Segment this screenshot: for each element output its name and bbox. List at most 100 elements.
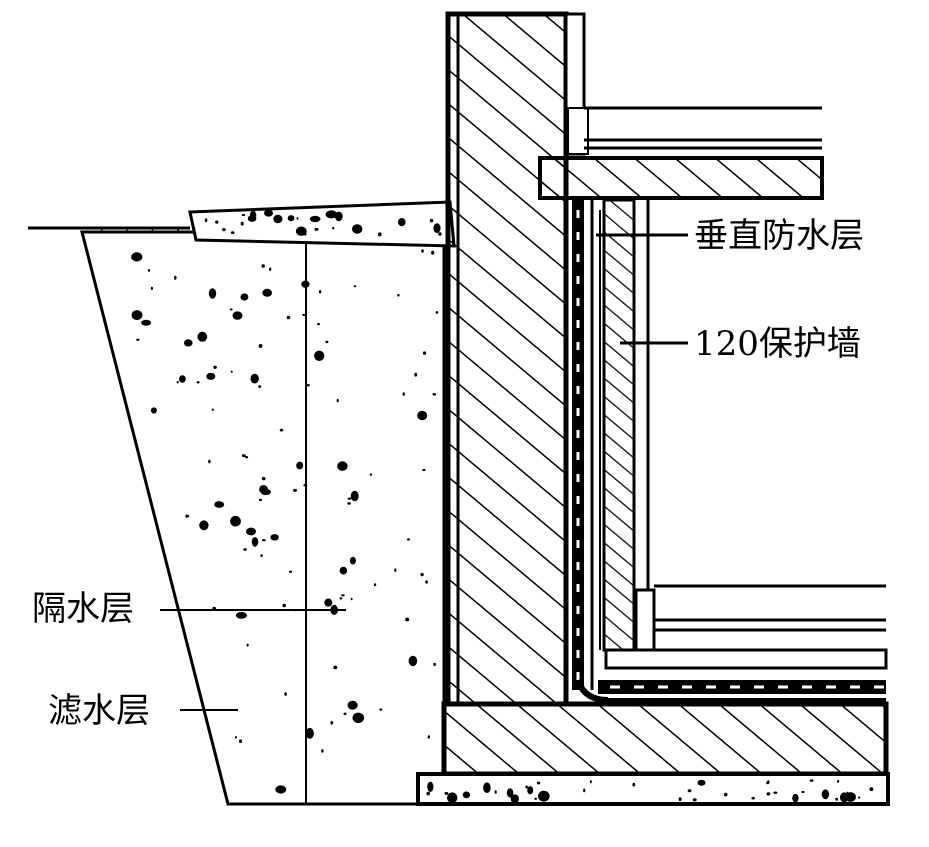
apron-slab <box>188 200 456 248</box>
aggregate-dot <box>246 527 256 536</box>
aggregate-dot <box>438 232 442 236</box>
aggregate-dot <box>286 315 291 320</box>
aggregate-dot <box>258 385 262 388</box>
aggregate-dot <box>324 598 333 607</box>
aggregate-dot <box>462 791 471 799</box>
aggregate-dot <box>494 790 497 794</box>
aggregate-dot <box>341 594 345 597</box>
aggregate-dot <box>869 787 874 792</box>
aggregate-dot <box>314 350 325 361</box>
aggregate-dot <box>431 250 435 255</box>
aggregate-dot <box>314 227 319 231</box>
lower-plaster-corner <box>634 584 886 652</box>
aggregate-dot <box>246 643 249 647</box>
aggregate-dot <box>258 498 263 501</box>
aggregate-dot <box>325 340 329 344</box>
aggregate-dot <box>697 779 706 786</box>
aggregate-dot <box>296 217 299 220</box>
aggregate-dot <box>427 735 430 739</box>
aggregate-dot <box>374 583 377 587</box>
aggregate-dot <box>260 554 263 557</box>
aggregate-dot <box>339 566 348 575</box>
aggregate-dot <box>141 319 152 326</box>
aggregate-dot <box>251 537 259 547</box>
aggregate-dot <box>379 708 383 711</box>
aggregate-dot <box>353 285 357 288</box>
aggregate-dot <box>196 381 200 384</box>
aggregate-dot <box>230 515 241 527</box>
aggregate-dot <box>433 223 441 234</box>
aggregate-dot <box>589 780 592 784</box>
aggregate-dot <box>444 792 449 795</box>
aggregate-dot <box>402 392 405 396</box>
aggregate-dot <box>801 790 805 794</box>
aggregate-dot <box>318 290 322 294</box>
upper-floor-lines <box>584 106 822 150</box>
aggregate-dot <box>148 268 150 272</box>
aggregate-dot <box>429 218 434 223</box>
aggregate-dot <box>821 789 830 800</box>
aggregate-dot <box>321 749 324 753</box>
aggregate-dot <box>302 313 306 316</box>
aggregate-dot <box>525 785 528 789</box>
aggregate-dot <box>197 331 208 342</box>
aggregate-dot <box>350 597 353 601</box>
aggregate-dot <box>279 428 284 432</box>
aggregate-dot <box>407 538 410 541</box>
aggregate-dot <box>858 796 861 799</box>
aggregate-dot <box>339 597 343 600</box>
aggregate-dot <box>583 788 586 793</box>
aggregate-dot <box>176 381 179 384</box>
aggregate-dot <box>836 779 840 783</box>
aggregate-dot <box>239 739 242 743</box>
aggregate-dot <box>773 791 778 794</box>
aggregate-dot <box>347 700 358 710</box>
leader-lines <box>160 233 688 711</box>
aggregate-dot <box>150 407 157 414</box>
aggregate-dot <box>212 293 215 296</box>
aggregate-dot <box>687 789 692 793</box>
aggregate-dot <box>284 692 287 696</box>
aggregate-dot <box>213 365 217 369</box>
aggregate-dot <box>336 398 339 403</box>
aggregate-dot <box>262 288 273 297</box>
aggregate-dot <box>131 252 143 262</box>
aggregate-dot <box>174 275 177 280</box>
aggregate-dot <box>309 215 321 223</box>
aggregate-dot <box>447 792 458 803</box>
aggregate-dot <box>247 215 257 222</box>
aggregate-dot <box>369 473 373 476</box>
aggregate-dot <box>264 209 273 217</box>
bed-dots <box>426 779 874 803</box>
aggregate-dot <box>250 373 259 384</box>
aggregate-dot <box>305 727 314 739</box>
aggregate-dot <box>527 786 534 795</box>
aggregate-dot <box>260 488 271 496</box>
aggregate-dot <box>222 228 226 232</box>
label-isolation-layer: 隔水层 <box>32 589 134 629</box>
aggregate-dot <box>337 461 348 471</box>
aggregate-dot <box>268 267 272 271</box>
aggregate-dot <box>261 539 266 542</box>
aggregate-dot <box>241 454 246 458</box>
aggregate-dot <box>184 339 193 347</box>
aggregate-dot <box>792 793 799 803</box>
aggregate-dot <box>414 372 418 377</box>
aggregate-dot <box>352 224 363 234</box>
aggregate-dot <box>421 249 424 253</box>
upper-slab <box>538 156 824 200</box>
label-vertical-waterproof: 垂直防水层 <box>694 216 864 256</box>
aggregate-dot <box>632 782 636 787</box>
aggregate-dot <box>723 792 728 797</box>
aggregate-dot <box>234 736 238 739</box>
aggregate-dot <box>293 488 297 492</box>
aggregate-dot <box>185 514 188 518</box>
aggregate-dot <box>306 384 310 387</box>
aggregate-dot <box>235 612 247 619</box>
aggregate-dot <box>692 798 697 802</box>
aggregate-dot <box>241 214 246 216</box>
aggregate-dot <box>270 534 279 541</box>
aggregate-dot <box>408 655 418 667</box>
aggregate-dot <box>179 375 186 383</box>
aggregate-dot <box>426 791 431 796</box>
